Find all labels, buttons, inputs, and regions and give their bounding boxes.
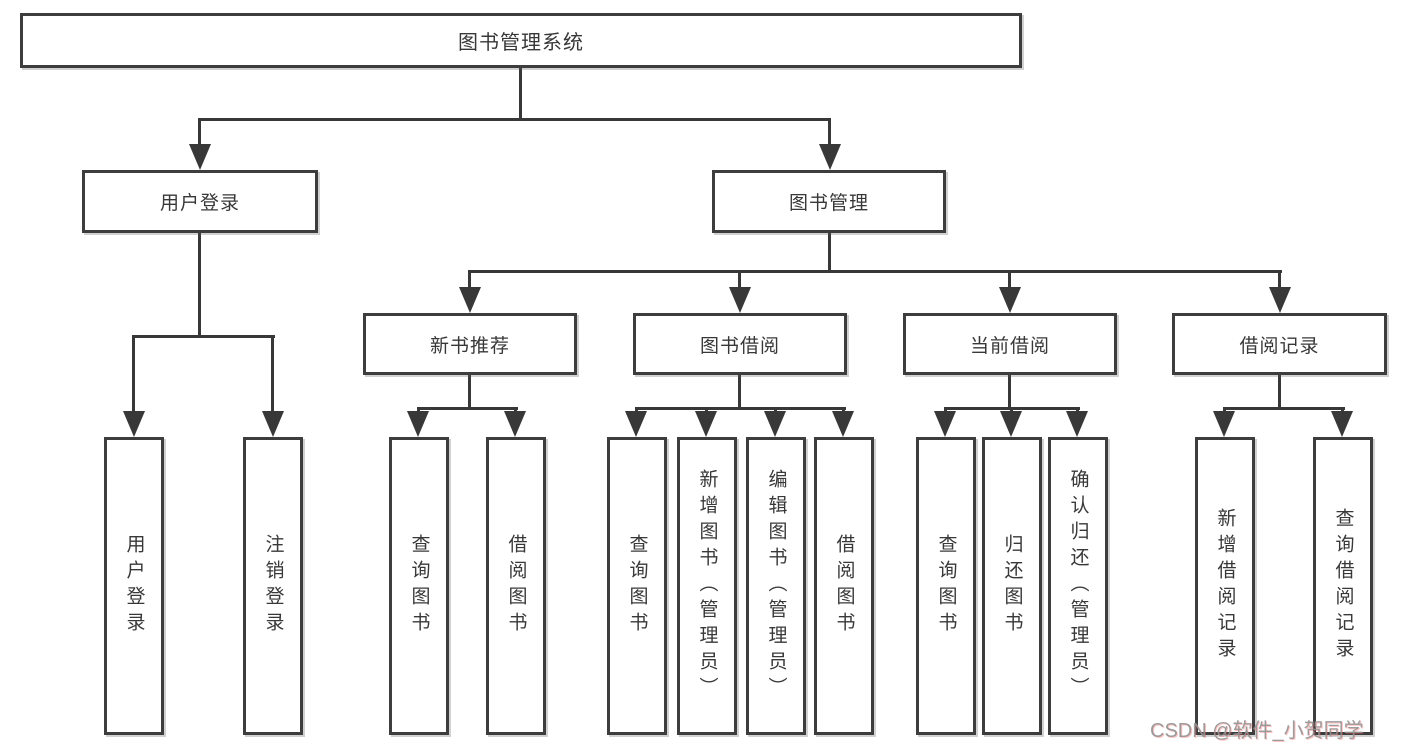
connector <box>1223 407 1345 410</box>
arrow-down-icon <box>1331 411 1353 437</box>
connector <box>132 335 275 338</box>
leaf-label: 编辑图书（管理员） <box>765 469 787 703</box>
leaf-return-books: 归还图书 <box>982 437 1042 735</box>
arrow-down-icon <box>123 411 145 437</box>
node-system-root: 图书管理系统 <box>20 13 1022 68</box>
node-label: 当前借阅 <box>969 335 1050 357</box>
connector <box>468 270 471 292</box>
connector <box>828 118 831 148</box>
arrow-down-icon <box>459 287 481 313</box>
connector <box>198 118 831 121</box>
connector <box>828 233 831 272</box>
leaf-add-books-admin: 新增图书（管理员） <box>677 437 737 735</box>
connector <box>132 335 135 415</box>
connector <box>738 270 741 292</box>
connector <box>635 407 846 410</box>
connector <box>271 335 274 415</box>
node-label: 图书借阅 <box>699 335 780 357</box>
leaf-label: 新增借阅记录 <box>1214 508 1236 664</box>
leaf-logout: 注销登录 <box>243 437 303 735</box>
arrow-down-icon <box>999 287 1021 313</box>
node-label: 借阅记录 <box>1239 335 1320 357</box>
arrow-down-icon <box>1000 411 1022 437</box>
node-label: 图书管理 <box>788 193 869 214</box>
arrow-down-icon <box>1269 287 1291 313</box>
arrow-down-icon <box>729 287 751 313</box>
arrow-down-icon <box>1066 411 1088 437</box>
arrow-down-icon <box>832 411 854 437</box>
csdn-watermark: CSDN @软件_小贺同学 <box>1150 720 1364 742</box>
arrow-down-icon <box>934 411 956 437</box>
arrow-down-icon <box>262 411 284 437</box>
connector <box>198 118 201 148</box>
leaf-label: 查询借阅记录 <box>1332 508 1354 664</box>
leaf-label: 新增图书（管理员） <box>696 469 718 703</box>
arrow-down-icon <box>625 411 647 437</box>
node-book-borrowing: 图书借阅 <box>633 313 847 375</box>
connector <box>1008 270 1011 292</box>
connector <box>519 68 522 120</box>
leaf-query-borrow-record: 查询借阅记录 <box>1313 437 1373 735</box>
node-current-borrowing: 当前借阅 <box>903 313 1117 375</box>
arrow-down-icon <box>504 411 526 437</box>
connector <box>468 270 1282 273</box>
connector <box>738 375 741 409</box>
connector <box>1278 270 1281 292</box>
leaf-query-books-borrowing: 查询图书 <box>607 437 667 735</box>
leaf-confirm-return-admin: 确认归还（管理员） <box>1048 437 1108 735</box>
node-label: 用户登录 <box>159 193 240 214</box>
connector <box>1008 375 1011 409</box>
leaf-label: 查询图书 <box>626 534 648 638</box>
connector <box>417 407 518 410</box>
node-label: 图书管理系统 <box>458 32 584 54</box>
node-label: 新书推荐 <box>429 335 510 357</box>
arrow-down-icon <box>819 144 841 170</box>
arrow-down-icon <box>189 144 211 170</box>
leaf-label: 确认归还（管理员） <box>1067 469 1089 703</box>
leaf-borrow-books: 借阅图书 <box>814 437 874 735</box>
leaf-add-borrow-record: 新增借阅记录 <box>1195 437 1255 735</box>
leaf-user-login: 用户登录 <box>104 437 164 735</box>
leaf-query-books-current: 查询图书 <box>916 437 976 735</box>
node-borrowing-records: 借阅记录 <box>1172 313 1387 375</box>
connector <box>198 233 201 337</box>
arrow-down-icon <box>695 411 717 437</box>
leaf-label: 借阅图书 <box>833 534 855 638</box>
leaf-label: 查询图书 <box>935 534 957 638</box>
leaf-borrow-books-recommend: 借阅图书 <box>486 437 546 735</box>
arrow-down-icon <box>764 411 786 437</box>
arrow-down-icon <box>1213 411 1235 437</box>
leaf-query-books-recommend: 查询图书 <box>389 437 449 735</box>
arrow-down-icon <box>407 411 429 437</box>
leaf-label: 注销登录 <box>262 534 284 638</box>
leaf-label: 归还图书 <box>1001 534 1023 638</box>
connector <box>1278 375 1281 409</box>
connector <box>468 375 471 409</box>
leaf-label: 借阅图书 <box>505 534 527 638</box>
node-user-login: 用户登录 <box>82 170 318 233</box>
node-new-book-recommendation: 新书推荐 <box>363 313 577 375</box>
leaf-label: 用户登录 <box>123 534 145 638</box>
leaf-label: 查询图书 <box>408 534 430 638</box>
leaf-edit-books-admin: 编辑图书（管理员） <box>746 437 806 735</box>
node-book-management: 图书管理 <box>712 170 946 233</box>
